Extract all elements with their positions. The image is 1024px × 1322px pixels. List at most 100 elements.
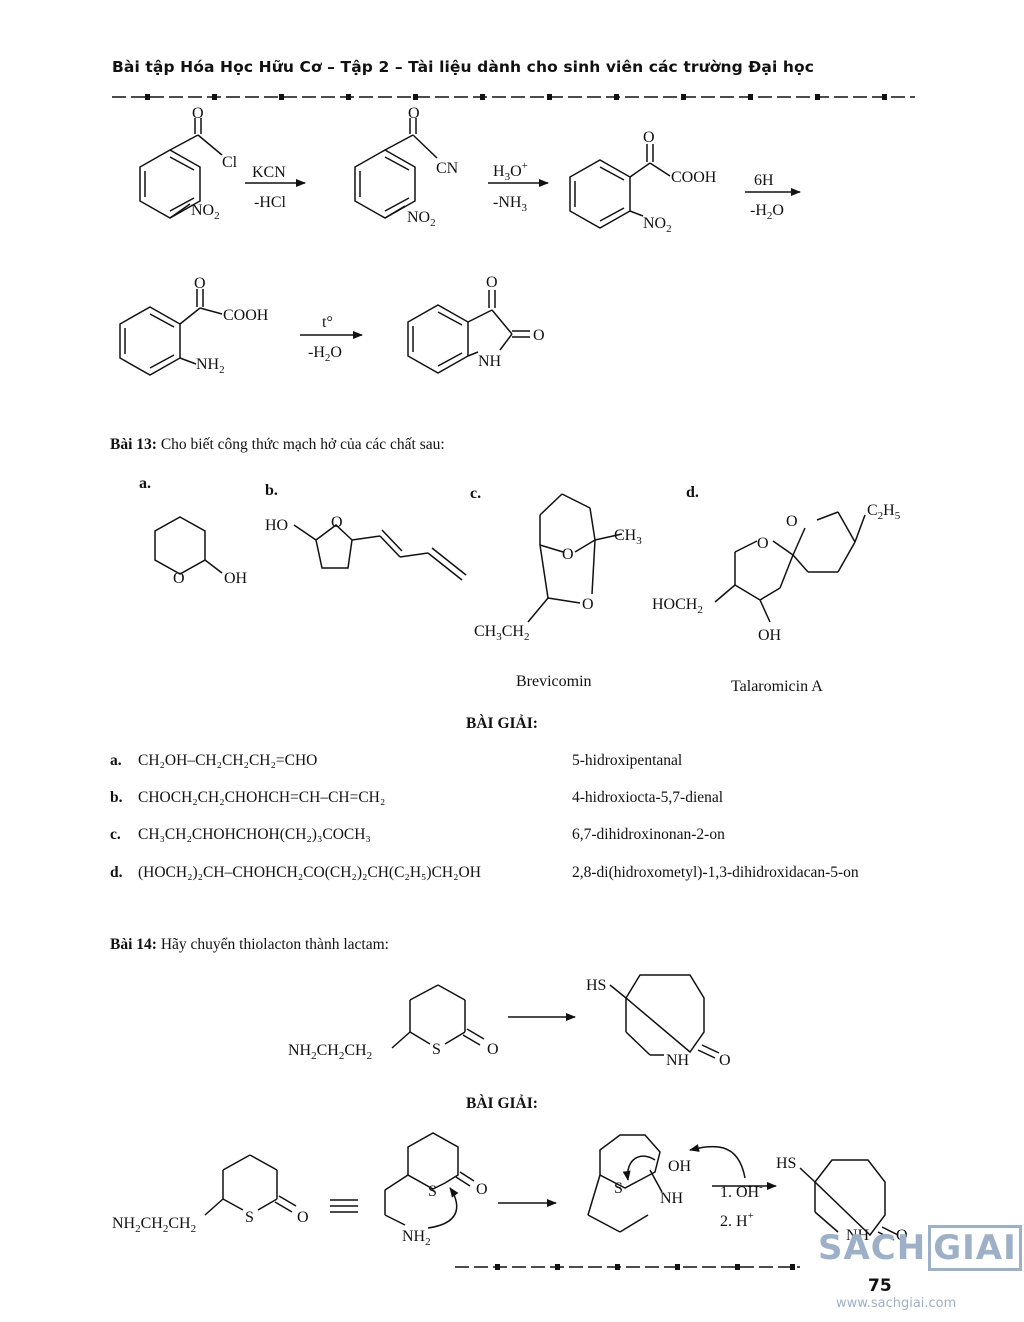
r2-byproduct: -NH3 [493,194,527,214]
r3-byproduct: -H2O [750,202,784,222]
s3-carbonyl-o: O [643,129,655,146]
s3-nitro: NO2 [643,215,672,235]
s2-carbonyl-o: O [408,105,420,122]
mol-14-lactam [609,974,720,1059]
d-ethyl: C2H5 [867,502,901,522]
b14-p-nh: NH [666,1052,690,1069]
s4-carboxyl: COOH [223,307,269,324]
header-rule-dots [145,94,887,100]
mol-brevicomin [527,493,623,623]
talaromicin-name: Talaromicin A [731,678,823,695]
s14-m1-oxygen: O [297,1209,309,1226]
b14-p-oxygen: O [719,1052,731,1069]
mol-s14-product [799,1159,899,1241]
s4-amino: NH2 [196,356,225,376]
r4-reagent: t° [322,314,333,331]
bai14-prompt: Bài 14: Hãy chuyển thiolacton thành lact… [110,936,389,953]
d-oxygen-2: O [786,513,798,530]
s14-p-oxygen: O [896,1227,908,1244]
b14-sm-amine: NH2CH2CH2 [288,1042,372,1062]
solution14-heading: BÀI GIẢI: [466,1095,538,1112]
s14-m2-oxygen: O [476,1181,488,1198]
mol-aminophenylglyoxylic-acid [119,289,223,376]
footer-rule-dots [495,1264,795,1270]
s1-chlorine: Cl [222,154,238,171]
s3-carboxyl: COOH [671,169,717,186]
s14-m3-hydroxyl: OH [668,1158,692,1175]
sol13-row-b-name: 4-hidroxiocta-5,7-dienal [572,789,724,806]
s14-m1-sulfur: S [245,1209,254,1226]
sol13-row-b-formula: CHOCH₂CH₂CHOHCH=CH–CH=CH₂ [138,789,386,806]
s14-m1-amine: NH2CH2CH2 [112,1215,196,1235]
bai13-a-label: a. [139,475,151,492]
c-methyl: CH3 [614,527,642,547]
mol-14-thiolactone [391,984,485,1049]
s14-step-1: 1. OH- [720,1181,763,1201]
page-header: Bài tập Hóa Học Hữu Cơ – Tập 2 – Tài liệ… [112,58,815,76]
s1-carbonyl-o: O [192,105,204,122]
sol13-row-a-name: 5-hidroxipentanal [572,752,683,769]
c-ethyl: CH3CH2 [474,623,529,643]
mol-13b [293,524,467,581]
mol-isatin [407,290,530,374]
sol13-row-c-formula: CH₃CH₂CHOHCHOH(CH₂)₃COCH₃ [138,826,371,843]
isatin-o2: O [533,327,545,344]
a-ring-oxygen: O [173,570,185,587]
b-ring-oxygen: O [331,514,343,531]
s14-p-thiol: HS [776,1155,796,1172]
r3-reagent: 6H [754,172,774,189]
r2-reagent: H3O+ [493,160,528,183]
s4-carbonyl-o: O [194,275,206,292]
mol-nitrobenzoyl-cyanide [354,118,438,219]
mol-s14-2 [384,1132,475,1229]
sol13-row-a-formula: CH₂OH–CH₂CH₂CH₂=CHO [138,752,318,769]
s14-m3-sulfur: S [614,1180,623,1197]
watermark-url: www.sachgiai.com [836,1296,957,1311]
solution13-heading: BÀI GIẢI: [466,715,538,732]
c-oxygen-2: O [582,596,594,613]
mol-nitrobenzoyl-chloride [139,118,223,219]
s14-step-2: 2. H+ [720,1210,754,1230]
isatin-nh: NH [478,353,502,370]
r1-reagent: KCN [252,164,286,181]
s1-nitro: NO2 [191,202,220,222]
mol-talaromicin [714,511,866,623]
sol13-row-c-name: 6,7-dihidroxinonan-2-on [572,826,725,843]
s2-cyano: CN [436,160,459,177]
bai13-b-label: b. [265,482,278,499]
bai13-prompt: Bài 13: Cho biết công thức mạch hở của c… [110,436,445,453]
bai13-c-label: c. [470,485,481,502]
mol-s14-3 [587,1134,746,1233]
d-oxygen-1: O [757,535,769,552]
c-oxygen-1: O [562,546,574,563]
sol13-row-b-label: b. [110,789,123,806]
d-hydroxyl: OH [758,627,782,644]
isatin-o1: O [486,274,498,291]
s14-m2-sulfur: S [428,1183,437,1200]
b14-sm-sulfur: S [432,1041,441,1058]
r1-byproduct: -HCl [254,194,287,211]
mol-nitrophenylglyoxylic-acid [569,144,671,229]
s14-p-nh: NH [846,1227,870,1244]
s14-m2-amine: NH2 [402,1228,431,1248]
a-hydroxyl: OH [224,570,248,587]
s2-nitro: NO2 [407,209,436,229]
sol13-row-a-label: a. [110,752,122,769]
brevicomin-name: Brevicomin [516,673,592,690]
b14-p-thiol: HS [586,977,606,994]
s14-m3-nh: NH [660,1190,684,1207]
sol13-row-d-formula: (HOCH₂)₂CH–CHOHCH₂CO(CH₂)₂CH(C₂H₅)CH₂OH [138,864,481,881]
mol-13a [154,516,223,575]
sol13-row-c-label: c. [110,826,121,843]
b-hydroxyl: HO [265,517,288,534]
b14-sm-oxygen: O [487,1041,499,1058]
equivalence-sign [330,1199,358,1213]
bai13-d-label: d. [686,484,699,501]
r4-byproduct: -H2O [308,344,342,364]
d-hydroxymethyl: HOCH2 [652,596,703,616]
sol13-row-d-label: d. [110,864,123,881]
page-number: 75 [868,1276,892,1296]
sol13-row-d-name: 2,8-di(hidroxometyl)-1,3-dihidroxidacan-… [572,864,859,881]
